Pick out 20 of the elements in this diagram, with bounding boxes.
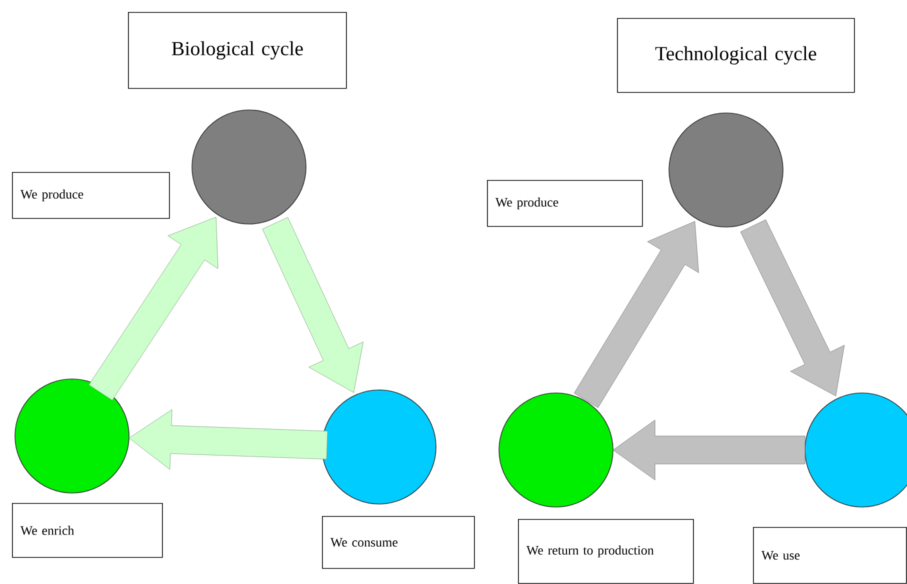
title-box: Technological cycle [617,18,855,93]
title-box: Biological cycle [128,12,347,89]
circle [804,392,907,508]
label-box: We use [753,527,907,584]
circle [14,378,130,494]
block-arrow [128,409,328,470]
block-arrow [740,219,845,396]
label-box: We produce [487,180,643,227]
circle [192,110,306,224]
label-box: We enrich [12,503,163,558]
circle [498,392,614,508]
block-arrow [612,420,806,480]
circle [668,112,784,228]
block-arrow [262,217,364,393]
circle [322,390,436,504]
block-arrow [88,216,218,400]
label-box: We produce [12,172,170,219]
block-arrow [574,221,699,408]
label-box: We consume [322,516,475,569]
label-box: We return to production [518,519,694,584]
